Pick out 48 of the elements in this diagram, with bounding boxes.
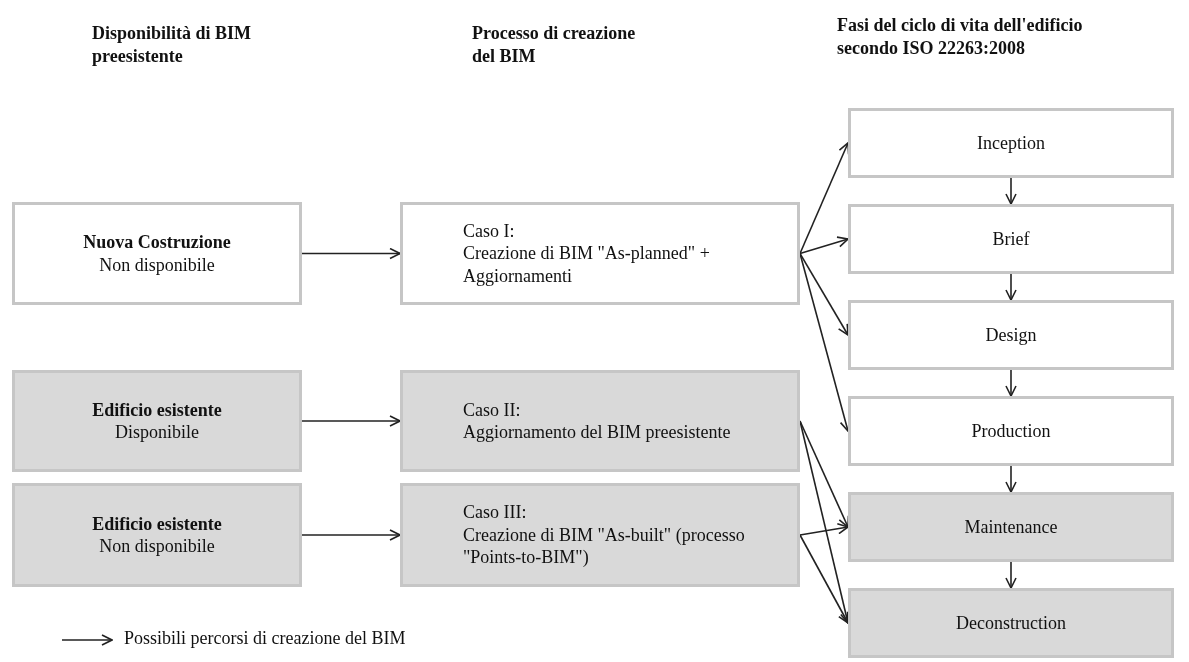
process-box bbox=[400, 483, 800, 587]
box-text: Creazione di BIM "As-planned" + Aggiornamenti bbox=[463, 242, 711, 288]
arrow bbox=[799, 236, 849, 255]
arrow bbox=[799, 420, 850, 528]
arrow bbox=[799, 522, 849, 536]
source-box bbox=[12, 202, 302, 305]
arrow bbox=[799, 142, 850, 255]
box-heading: Caso I: bbox=[463, 219, 516, 243]
arrow bbox=[1005, 561, 1017, 589]
box-text: Inception bbox=[977, 131, 1045, 155]
arrow bbox=[1005, 465, 1017, 493]
phase-box bbox=[848, 204, 1174, 274]
box-text: Creazione di BIM "As-built" (processo "Points-to-BIM") bbox=[463, 523, 746, 569]
phase-box bbox=[848, 588, 1174, 658]
arrow bbox=[301, 415, 401, 427]
column-heading: Fasi del ciclo di vita dell'edificio secondo ISO 22263:2008 bbox=[837, 14, 1084, 61]
phase-box bbox=[848, 396, 1174, 466]
arrow bbox=[799, 252, 849, 336]
box-text: Brief bbox=[992, 227, 1030, 251]
box-heading: Nuova Costruzione bbox=[83, 231, 231, 254]
arrow bbox=[1005, 369, 1017, 397]
box-text: Production bbox=[971, 419, 1051, 443]
phase-box bbox=[848, 300, 1174, 370]
source-box bbox=[12, 370, 302, 472]
process-box bbox=[400, 370, 800, 472]
arrow bbox=[301, 247, 401, 260]
box-text: Maintenance bbox=[964, 515, 1058, 539]
box-text: Non disponibile bbox=[99, 535, 215, 558]
box-text: Deconstruction bbox=[956, 611, 1066, 635]
box-text: Disponibile bbox=[115, 421, 199, 444]
phase-box bbox=[848, 108, 1174, 178]
arrow bbox=[1005, 273, 1017, 301]
box-heading: Caso II: bbox=[463, 398, 522, 421]
phase-box bbox=[848, 492, 1174, 562]
box-heading: Caso III: bbox=[463, 501, 528, 524]
box-text: Non disponibile bbox=[99, 253, 215, 276]
arrow bbox=[1005, 177, 1017, 205]
arrow bbox=[799, 534, 849, 624]
column-heading: Disponibilità di BIM preesistente bbox=[92, 22, 253, 69]
arrow bbox=[301, 529, 401, 541]
process-box bbox=[400, 202, 800, 305]
box-text: Aggiornamento del BIM preesistente bbox=[463, 421, 732, 444]
box-heading: Edificio esistente bbox=[92, 398, 222, 421]
box-heading: Edificio esistente bbox=[92, 512, 222, 535]
box-text: Design bbox=[985, 323, 1037, 347]
legend-text: Possibili percorsi di creazione del BIM bbox=[124, 628, 406, 649]
column-heading: Processo di creazione del BIM bbox=[472, 22, 637, 69]
source-box bbox=[12, 483, 302, 587]
